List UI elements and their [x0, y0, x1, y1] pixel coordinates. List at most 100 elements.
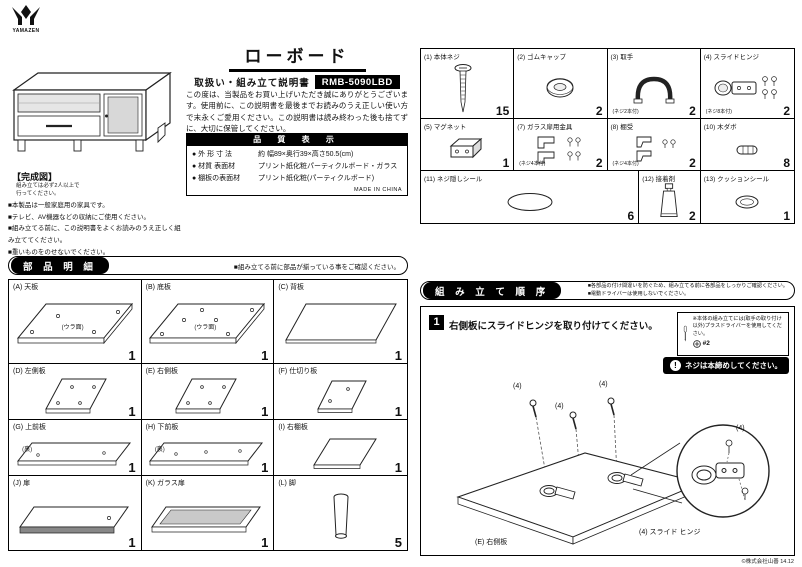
model-number-badge: RMB-5090LBD [314, 75, 400, 89]
part-cell-e: (E) 右側板 1 [141, 364, 275, 420]
hw-qty: 2 [689, 104, 696, 118]
hardware-item-11: (11) ネジ隠しシール 6 [421, 171, 640, 223]
quality-row: ● 棚板の表面材 プリント紙化粧(パーティクルボード) [192, 173, 402, 183]
top-board-icon [16, 302, 133, 345]
hw-id: (13) [703, 176, 716, 183]
quality-value: 約 幅89×奥行39×高さ50.5(cm) [258, 151, 354, 158]
part-qty: 1 [261, 348, 269, 363]
bottom-board-icon [149, 302, 266, 345]
quality-label: ● 棚板の表面材 [192, 175, 241, 182]
part-qty: 1 [261, 535, 269, 550]
part-id: (J) [13, 480, 22, 487]
hw-qty: 2 [595, 104, 603, 118]
title-block: ローボード 取扱い・組み立て説明書 RMB-5090LBD [184, 42, 410, 89]
tv-stand-illustration [12, 71, 172, 152]
part-name: 底板 [156, 284, 171, 291]
part-qty: 1 [128, 460, 136, 475]
hardware-item-5: (5) マグネット 1 [421, 119, 515, 171]
hw-id: (8) [610, 124, 619, 131]
part-qty: 1 [394, 404, 402, 419]
hardware-item-3: (3) 取手 (ネジ2本付) 2 [607, 49, 701, 119]
hardware-item-4: (4) スライドヒンジ (ネジ8本付) 2 [700, 49, 794, 119]
magnet-icon [449, 137, 483, 158]
hardware-item-12: (12) 接着剤 2 [639, 171, 701, 223]
finished-figure-note: 組み立ては必ず2人以上で 行ってください。 [16, 183, 80, 197]
part-name: 脚 [288, 480, 296, 487]
part-sub-label: (ウラ面) [194, 324, 217, 331]
hinge-label: (4) スライド ヒンジ [639, 529, 701, 536]
quality-row: ● 材質 表面材 プリント紙化粧パーティクルボード・ガラス [192, 161, 402, 171]
part-id: (A) [13, 284, 23, 291]
hw-qty: 6 [627, 209, 635, 223]
part-name: 扉 [23, 480, 31, 487]
doc-subtitle: 取扱い・組み立て説明書 [194, 78, 310, 89]
step-instruction: 右側板にスライドヒンジを取り付けてください。 [449, 321, 658, 332]
part-name: 左側板 [24, 368, 46, 375]
upper-front-board-icon [16, 442, 131, 466]
step1-illustration: (4) (4) (4) (4) (E) 右側板 (4) スライド ヒンジ [433, 379, 785, 551]
tool-size-tag: #2 [692, 340, 784, 348]
handle-icon [633, 76, 675, 103]
part-id: (H) [145, 424, 156, 431]
warning-text: ネジは本締めしてください。 [684, 361, 782, 370]
hw-name: 木ダボ [717, 124, 737, 131]
part-qty: 1 [128, 348, 136, 363]
hw-id: (11) [424, 176, 436, 183]
part-name: 下前板 [157, 424, 179, 431]
screwdriver-icon [683, 325, 687, 342]
hw-name: マグネット [433, 124, 467, 131]
hw-id: (12) [642, 176, 654, 183]
assembly-section-title: 組 み 立 て 順 序 [423, 282, 562, 299]
hardware-table: (1) 本体ネジ 15 (2) ゴムキャップ 2 (3) 取手 [420, 48, 795, 224]
part-id: (C) [278, 284, 289, 291]
part-qty: 1 [261, 460, 269, 475]
part-id: (E) [145, 368, 155, 375]
part-id: (G) [13, 424, 24, 431]
assembly-note-line: ■電動ドライバーは使用しないでください。 [587, 290, 690, 297]
part-id: (L) [278, 480, 287, 487]
part-id: (I) [278, 424, 285, 431]
assembly-section-notes: ■各部品の付け間違いを防ぐため、組み立てる前に各部品をしっかりご確認ください。 … [588, 283, 794, 297]
divider-board-icon [316, 380, 367, 413]
finished-figure-label: 【完成図】 [12, 172, 58, 182]
note-line: ■本製品は一般家庭用の家具です。 [8, 202, 109, 209]
part-cell-k: (K) ガラス扉 1 [142, 476, 275, 550]
right-side-board-icon [175, 378, 238, 414]
hw-id: (5) [424, 124, 432, 131]
hw-note: (ネジ2本付) [612, 109, 639, 115]
screw-icon [454, 63, 472, 112]
hw-id: (2) [517, 54, 526, 61]
hw-note: (ネジ8本付) [705, 109, 732, 115]
part-name: 背板 [290, 284, 304, 291]
right-shelf-board-icon [312, 438, 377, 469]
hw-note: (ネジ4本付) [612, 161, 639, 167]
yamazen-mark-icon [12, 5, 40, 25]
door-icon [18, 506, 129, 533]
origin-label: MADE IN CHINA [353, 187, 402, 193]
shelf-support-icon [636, 136, 676, 161]
rubber-cap-icon [546, 77, 574, 97]
hardware-item-13: (13) クッションシール 1 [701, 171, 794, 223]
glass-door-icon [151, 506, 262, 532]
hw-id: (1) [424, 54, 432, 61]
part-qty: 5 [394, 535, 402, 550]
part-cell-g: (G) 上前板 (裏) 1 [9, 420, 142, 476]
tool-note-text: ※本体の組み立てには(取手の取り付け以外)プラスドライバーを使用してください。 [692, 316, 782, 337]
panel-label: (E) 右側板 [475, 539, 508, 546]
slide-hinge-icon [714, 75, 778, 99]
hinge-install-diagram [456, 397, 770, 545]
part-name: 上前板 [25, 424, 47, 431]
brand-logo: YAMAZEN [6, 5, 46, 34]
parts-section-header: 部 品 明 細 ■組み立てる前に部品が揃っている事をご確認ください。 [8, 256, 408, 275]
hardware-item-2: (2) ゴムキャップ 2 [514, 49, 608, 119]
hw-qty: 2 [689, 156, 696, 170]
part-ref-label: (4) [513, 383, 522, 390]
screw-sticker-icon [507, 193, 553, 211]
part-name: 仕切り板 [289, 368, 318, 375]
hw-note: (ネジ4本付) [519, 161, 546, 167]
tool-size-label: #2 [702, 340, 710, 348]
hw-qty: 15 [495, 104, 510, 118]
part-cell-i: (I) 右棚板 1 [274, 420, 407, 476]
part-cell-c: (C) 背板 1 [274, 280, 407, 364]
